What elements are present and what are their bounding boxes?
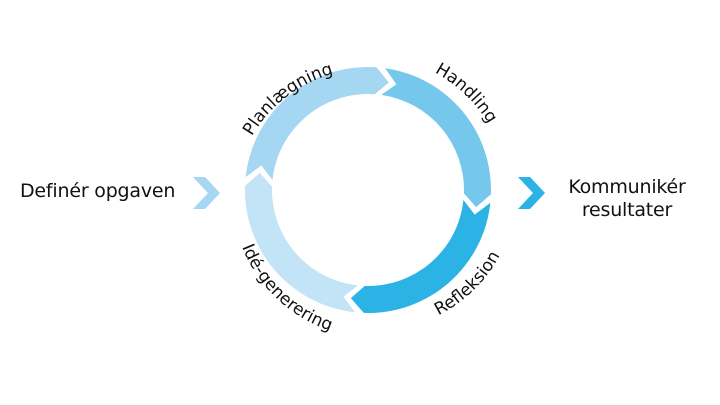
segment-planning bbox=[245, 67, 389, 180]
end-step-line-1: Kommunikér bbox=[568, 176, 686, 198]
start-step-label: Definér opgaven bbox=[20, 180, 176, 202]
segment-ideation bbox=[244, 172, 358, 313]
output-chevron-icon bbox=[518, 177, 545, 209]
end-step-line-2: resultater bbox=[581, 199, 673, 221]
end-step-label: Kommunikér resultater bbox=[568, 176, 686, 222]
cycle-ring bbox=[244, 67, 492, 314]
segment-reflection bbox=[350, 200, 491, 314]
segment-action bbox=[381, 68, 492, 208]
input-chevron-icon bbox=[193, 177, 220, 209]
